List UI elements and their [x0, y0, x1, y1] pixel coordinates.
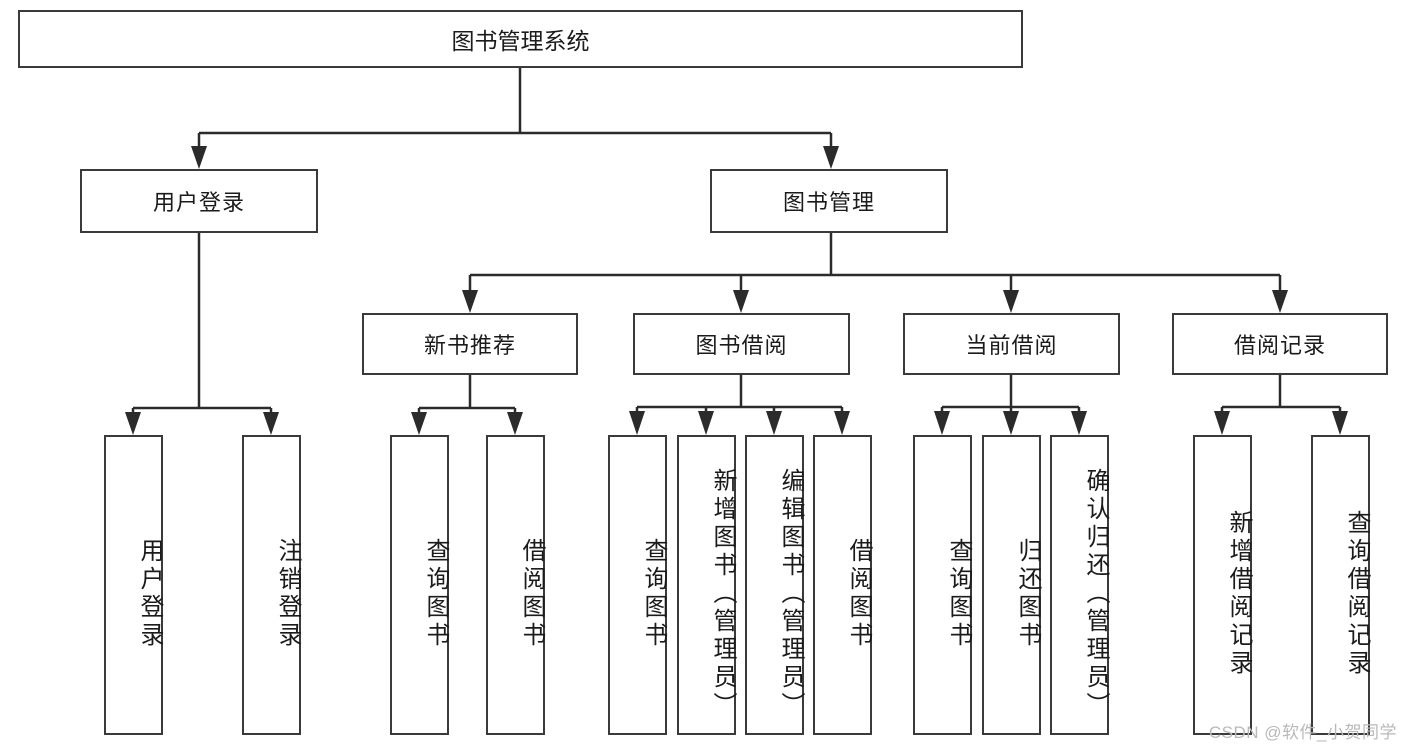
node-label: 新书推荐: [423, 333, 516, 358]
node-label: 新增图书（管理员）: [709, 468, 736, 720]
node-book-management[interactable]: 图书管理: [710, 169, 948, 233]
leaf-book-borrow-edit-book-admin[interactable]: 编辑图书（管理员）: [745, 435, 804, 735]
node-user-login[interactable]: 用户登录: [80, 169, 318, 233]
node-current-borrow[interactable]: 当前借阅: [903, 313, 1120, 375]
leaf-user-login-logout[interactable]: 注销登录: [242, 435, 301, 735]
node-label: 用户登录: [152, 190, 245, 215]
leaf-book-borrow-borrow-book[interactable]: 借阅图书: [813, 435, 872, 735]
leaf-new-book-query-book[interactable]: 查询图书: [390, 435, 449, 735]
node-label: 图书借阅: [695, 333, 788, 358]
watermark: CSDN @软件_小贺同学: [1208, 723, 1397, 742]
node-label: 查询图书: [422, 538, 449, 650]
node-book-borrow[interactable]: 图书借阅: [633, 313, 850, 375]
node-new-book-recommend[interactable]: 新书推荐: [362, 313, 578, 375]
node-label: 查询图书: [640, 538, 667, 650]
node-label: 注销登录: [274, 538, 301, 650]
node-label: 编辑图书（管理员）: [777, 468, 804, 720]
node-borrow-record[interactable]: 借阅记录: [1172, 313, 1388, 375]
node-label: 归还图书: [1014, 538, 1041, 650]
node-label: 确认归还（管理员）: [1082, 468, 1109, 720]
node-label: 借阅图书: [845, 538, 872, 650]
leaf-borrow-record-query-record[interactable]: 查询借阅记录: [1311, 435, 1370, 735]
leaf-new-book-borrow-book[interactable]: 借阅图书: [486, 435, 545, 735]
leaf-current-borrow-query-book[interactable]: 查询图书: [913, 435, 972, 735]
node-label: 当前借阅: [965, 333, 1058, 358]
node-label: 查询借阅记录: [1343, 510, 1370, 678]
leaf-book-borrow-add-book-admin[interactable]: 新增图书（管理员）: [677, 435, 736, 735]
leaf-book-borrow-query-book[interactable]: 查询图书: [608, 435, 667, 735]
leaf-current-borrow-return-book[interactable]: 归还图书: [982, 435, 1041, 735]
node-label: 借阅图书: [518, 538, 545, 650]
node-label: 查询图书: [945, 538, 972, 650]
node-label: 图书管理系统: [451, 28, 590, 54]
node-label: 图书管理: [782, 190, 875, 215]
node-label: 用户登录: [136, 538, 163, 650]
node-book-management-system[interactable]: 图书管理系统: [18, 10, 1023, 68]
node-label: 借阅记录: [1233, 333, 1326, 358]
leaf-current-borrow-confirm-return-admin[interactable]: 确认归还（管理员）: [1050, 435, 1109, 735]
node-label: 新增借阅记录: [1225, 510, 1252, 678]
leaf-user-login-login[interactable]: 用户登录: [104, 435, 163, 735]
leaf-borrow-record-add-record[interactable]: 新增借阅记录: [1193, 435, 1252, 735]
